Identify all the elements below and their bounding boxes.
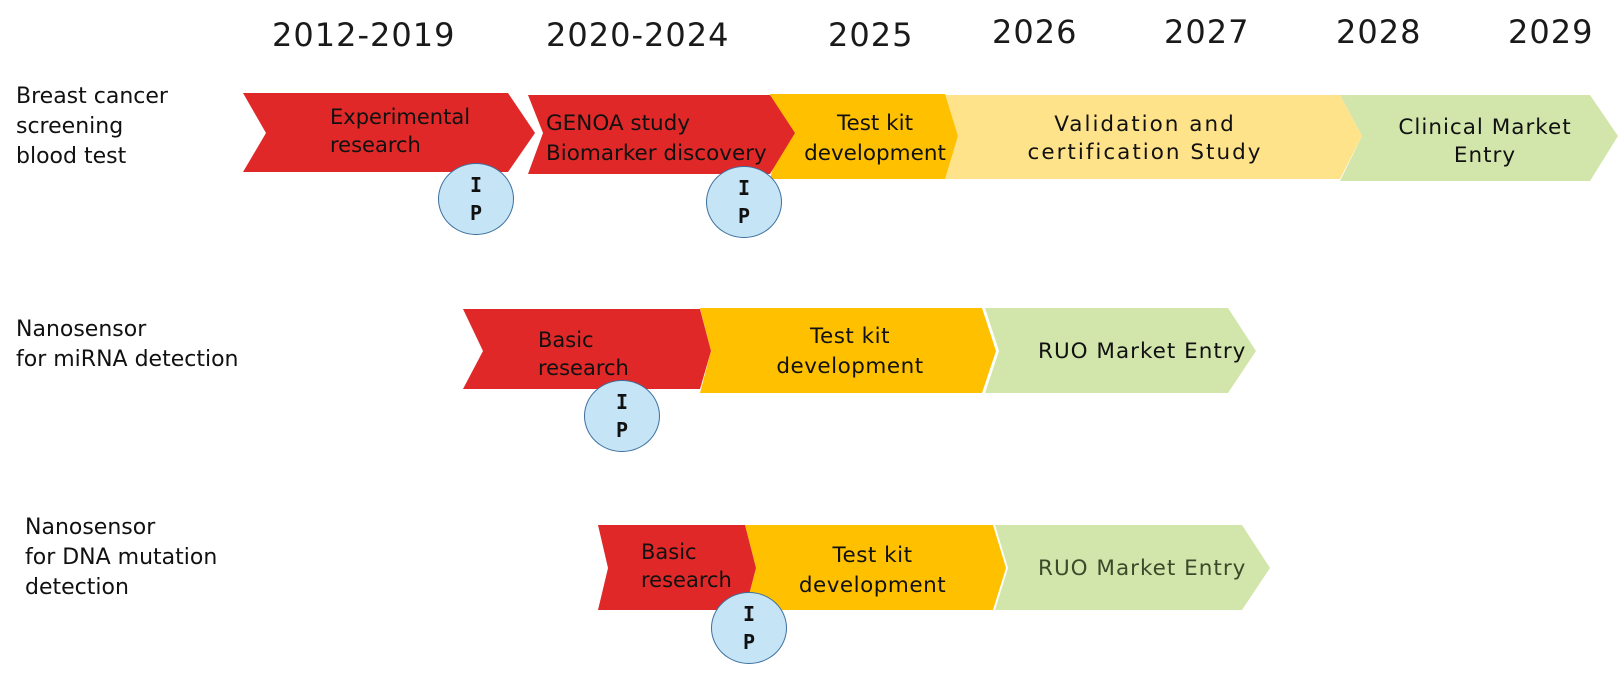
row-label-line: Nanosensor	[16, 317, 147, 342]
stage-ruo-shape-row2	[985, 308, 1256, 393]
row-label-line: Nanosensor	[25, 515, 156, 540]
ip-badge: I P	[711, 592, 787, 664]
stage-ruo-label-row3: RUO Market Entry	[1038, 555, 1246, 583]
stage-line: RUO Market Entry	[1038, 339, 1247, 364]
ip-letter: I	[742, 602, 756, 626]
stage-line: Test kit	[809, 324, 891, 349]
stage-basic-research-label-row2: Basic research	[538, 326, 629, 382]
row-label-mirna: Nanosensor for miRNA detection	[16, 315, 238, 375]
stage-basic-research-shape-row2	[463, 309, 711, 389]
year-2026: 2026	[992, 13, 1078, 51]
stage-line: certification Study	[1027, 140, 1263, 165]
year-2012-2019: 2012-2019	[272, 16, 456, 54]
row-label-line: Breast cancer	[16, 84, 168, 109]
stage-basic-research-shape-row3	[598, 525, 756, 610]
row-label-line: blood test	[16, 144, 127, 169]
stage-line: Biomarker discovery	[546, 141, 767, 166]
ip-badge: I P	[706, 166, 782, 238]
stage-clinical-market-entry-shape	[1340, 95, 1618, 181]
stage-validation-shape	[945, 95, 1362, 179]
stage-line: RUO Market Entry	[1038, 556, 1247, 581]
ip-letter: P	[469, 201, 483, 225]
row-label-line: screening	[16, 114, 124, 139]
stage-line: Test kit	[832, 543, 913, 568]
year-2027: 2027	[1164, 13, 1250, 51]
stage-test-kit-label-row3: Test kit development	[760, 541, 985, 601]
stage-genoa-label: GENOA study Biomarker discovery	[546, 109, 767, 169]
stage-line: research	[641, 568, 732, 592]
row-label-dna-mutation: Nanosensor for DNA mutation detection	[25, 513, 217, 603]
stage-experimental-research-label: Experimental research	[330, 103, 470, 159]
ip-badge: I P	[584, 380, 660, 452]
ip-badge: I P	[438, 163, 514, 235]
year-2028: 2028	[1336, 13, 1422, 51]
ip-letter: P	[737, 204, 751, 228]
year-2020-2024: 2020-2024	[546, 16, 730, 54]
stage-ruo-shape-row3	[995, 525, 1270, 610]
stage-ruo-label-row2: RUO Market Entry	[1038, 338, 1246, 366]
stage-test-kit-shape-row2	[700, 308, 996, 393]
stage-line: Experimental	[330, 105, 471, 129]
row-label-line: for miRNA detection	[16, 347, 239, 372]
stage-line: development	[804, 141, 946, 166]
row-label-line: for DNA mutation	[25, 545, 218, 570]
stage-line: research	[538, 356, 629, 380]
row-label-line: detection	[25, 575, 129, 600]
year-2029: 2029	[1508, 13, 1594, 51]
ip-letter: I	[469, 173, 483, 197]
stage-line: development	[776, 354, 924, 379]
stage-line: Clinical Market	[1398, 115, 1572, 140]
stage-clinical-market-entry-label: Clinical Market Entry	[1390, 114, 1580, 170]
stage-validation-label: Validation and certification Study	[1000, 111, 1290, 167]
stage-test-kit-label-row1: Test kit development	[795, 109, 955, 169]
stage-test-kit-shape-row3	[745, 525, 1006, 610]
stage-line: Validation and	[1054, 112, 1236, 137]
stage-line: Entry	[1453, 143, 1517, 168]
ip-letter: I	[737, 176, 751, 200]
ip-letter: P	[615, 418, 629, 442]
ip-letter: P	[742, 630, 756, 654]
stage-test-kit-label-row2: Test kit development	[740, 322, 960, 382]
row-label-breast-cancer: Breast cancer screening blood test	[16, 82, 168, 172]
stage-genoa-shape	[528, 95, 795, 174]
stage-line: development	[798, 573, 947, 598]
stage-line: research	[330, 133, 421, 157]
stage-basic-research-label-row3: Basic research	[641, 538, 732, 594]
stage-experimental-research-shape	[243, 93, 535, 172]
year-2025: 2025	[828, 16, 914, 54]
stage-line: GENOA study	[546, 111, 691, 136]
stage-line: Basic	[641, 540, 697, 564]
stage-line: Test kit	[836, 111, 914, 136]
stage-test-kit-shape-row1	[770, 94, 958, 179]
stage-line: Basic	[538, 328, 594, 352]
ip-letter: I	[615, 390, 629, 414]
